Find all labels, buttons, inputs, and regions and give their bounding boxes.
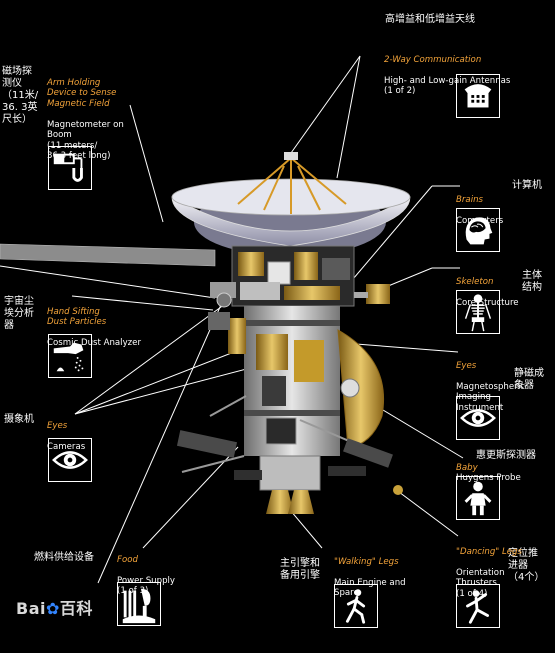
- zh-label-structure: 主体 结构: [522, 270, 542, 293]
- baidu-baike-watermark: Bai✿百科: [16, 595, 93, 619]
- magnet-icon: [48, 146, 92, 190]
- main-engine-2: [288, 490, 314, 514]
- hand-sifting-icon: [48, 334, 92, 378]
- magnetometer-boom: [0, 243, 216, 267]
- antenna-feed-struts: [237, 157, 347, 214]
- main-engine-1: [266, 490, 294, 514]
- callout-thrusters: "Dancing" Legs Orientation Thrusters (1 …: [456, 536, 522, 610]
- callout-power-nick: Food: [117, 554, 138, 565]
- telephone-icon: [456, 74, 500, 118]
- watermark-suffix: 百科: [59, 599, 93, 618]
- paw-icon: ✿: [45, 599, 60, 618]
- callout-antenna: 2-Way Communication High- and Low-gain A…: [384, 44, 510, 107]
- zh-label-thrusters: 定位推 进器 （4个）: [508, 548, 545, 583]
- dust-analyzer-body: [210, 282, 236, 298]
- zh-label-dust: 宇宙尘 埃分析 器: [4, 296, 34, 331]
- zh-label-engine: 主引擎和 备用引擎: [280, 558, 320, 581]
- callout-magnetometer-nick: Arm Holding Device to Sense Magnetic Fie…: [47, 77, 117, 109]
- callout-imaging-desc: Magnetospheric Imaging Instrument: [456, 381, 525, 413]
- antenna-feed: [284, 152, 298, 160]
- dancing-figure-icon: [456, 584, 500, 628]
- zh-label-camera: 摄象机: [4, 414, 34, 425]
- callout-camera-nick: Eyes: [47, 420, 68, 431]
- callout-structure-desc: Core Structure: [456, 297, 519, 308]
- callout-engine: "Walking" Legs Main Engine and Spare: [334, 546, 406, 609]
- callout-structure: Skeleton Core Structure: [456, 266, 519, 319]
- callout-antenna-nick: 2-Way Communication: [384, 54, 482, 65]
- callout-structure-nick: Skeleton: [456, 276, 494, 287]
- callout-dust: Hand Sifting Dust Particles Cosmic Dust …: [47, 296, 141, 359]
- callout-antenna-desc: High- and Low-gain Antennas (1 of 2): [384, 75, 511, 97]
- zh-label-computers: 计算机: [512, 180, 542, 191]
- callout-thrusters-desc: Orientation Thrusters (1 of 4): [456, 567, 505, 599]
- baby-icon: [456, 476, 500, 520]
- antenna-dish: [171, 196, 411, 247]
- callout-camera: Eyes Cameras: [47, 410, 85, 463]
- callout-dust-desc: Cosmic Dust Analyzer: [47, 338, 141, 348]
- callout-imaging-nick: Eyes: [456, 360, 477, 371]
- zh-label-imaging: 静磁成 象器: [514, 368, 544, 391]
- callout-computers-nick: Brains: [456, 194, 484, 205]
- skeleton-icon: [456, 290, 500, 334]
- callout-engine-nick: "Walking" Legs: [334, 556, 399, 567]
- watermark-brand: Bai: [16, 599, 46, 618]
- callout-thrusters-nick: "Dancing" Legs: [456, 546, 522, 557]
- zh-label-power: 燃料供给设备: [34, 552, 94, 563]
- zh-label-huygens: 惠更斯探测器: [476, 450, 536, 461]
- eye-icon: [456, 396, 500, 440]
- zh-label-magnetometer: 磁场探 测仪 （11米/ 36. 3英 尺长）: [2, 66, 39, 125]
- brain-head-icon: [456, 208, 500, 252]
- zh-label-antenna: 高增益和低增益天线: [385, 14, 475, 25]
- rtg-power-supply: [176, 430, 238, 458]
- callout-huygens-desc: Huygens Probe: [456, 473, 521, 483]
- callout-engine-desc: Main Engine and Spare: [334, 577, 406, 599]
- walking-figure-icon: [334, 584, 378, 628]
- callout-camera-desc: Cameras: [47, 441, 86, 452]
- callout-imaging: Eyes Magnetospheric Imaging Instrument: [456, 350, 525, 424]
- eye-icon: [48, 438, 92, 482]
- food-icon: [117, 582, 161, 626]
- callout-magnetometer: Arm Holding Device to Sense Magnetic Fie…: [47, 67, 124, 172]
- callout-huygens-nick: Baby: [456, 462, 478, 473]
- callout-dust-nick: Hand Sifting Dust Particles: [47, 306, 107, 328]
- callout-huygens: Baby Huygens Probe: [456, 452, 521, 494]
